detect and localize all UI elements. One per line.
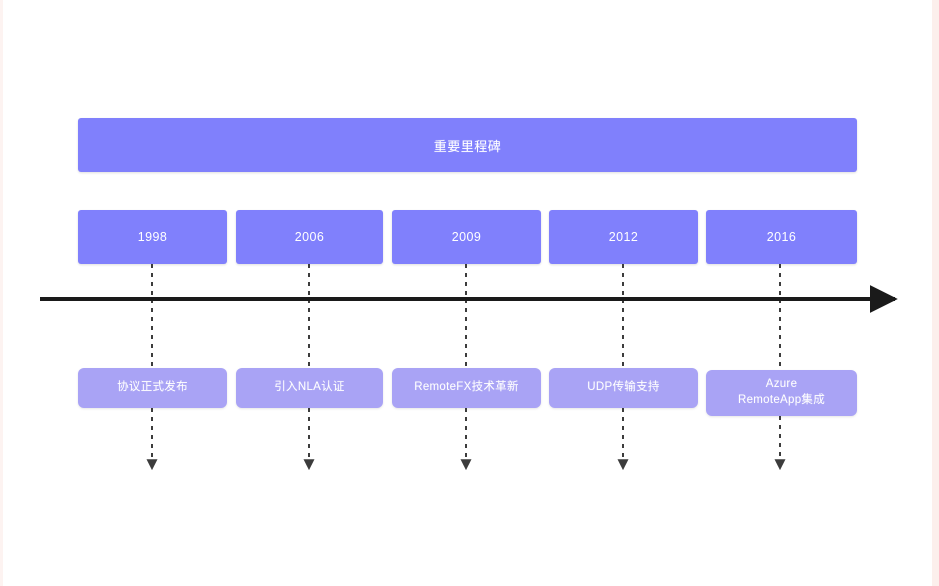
year-label: 2012 <box>608 230 639 244</box>
year-box-2016[interactable]: 2016 <box>706 210 857 264</box>
timeline-title-label: 重要里程碑 <box>433 138 502 154</box>
year-label: 2006 <box>294 230 325 244</box>
year-box-2009[interactable]: 2009 <box>392 210 541 264</box>
event-label: 协议正式发布 <box>117 381 188 394</box>
page-edge-strip-left <box>0 0 3 586</box>
year-label: 1998 <box>137 230 168 244</box>
year-label: 2016 <box>766 230 797 244</box>
year-box-1998[interactable]: 1998 <box>78 210 227 264</box>
page-edge-strip-right <box>932 0 939 586</box>
timeline-title-banner[interactable]: 重要里程碑 <box>78 118 857 172</box>
event-label: 引入NLA认证 <box>274 381 345 394</box>
event-box-2012[interactable]: UDP传输支持 <box>549 368 698 408</box>
event-label: UDP传输支持 <box>587 381 660 394</box>
year-box-2006[interactable]: 2006 <box>236 210 383 264</box>
event-label: RemoteFX技术革新 <box>414 381 519 394</box>
year-box-2012[interactable]: 2012 <box>549 210 698 264</box>
event-box-2006[interactable]: 引入NLA认证 <box>236 368 383 408</box>
year-label: 2009 <box>451 230 482 244</box>
event-box-1998[interactable]: 协议正式发布 <box>78 368 227 408</box>
event-box-2009[interactable]: RemoteFX技术革新 <box>392 368 541 408</box>
